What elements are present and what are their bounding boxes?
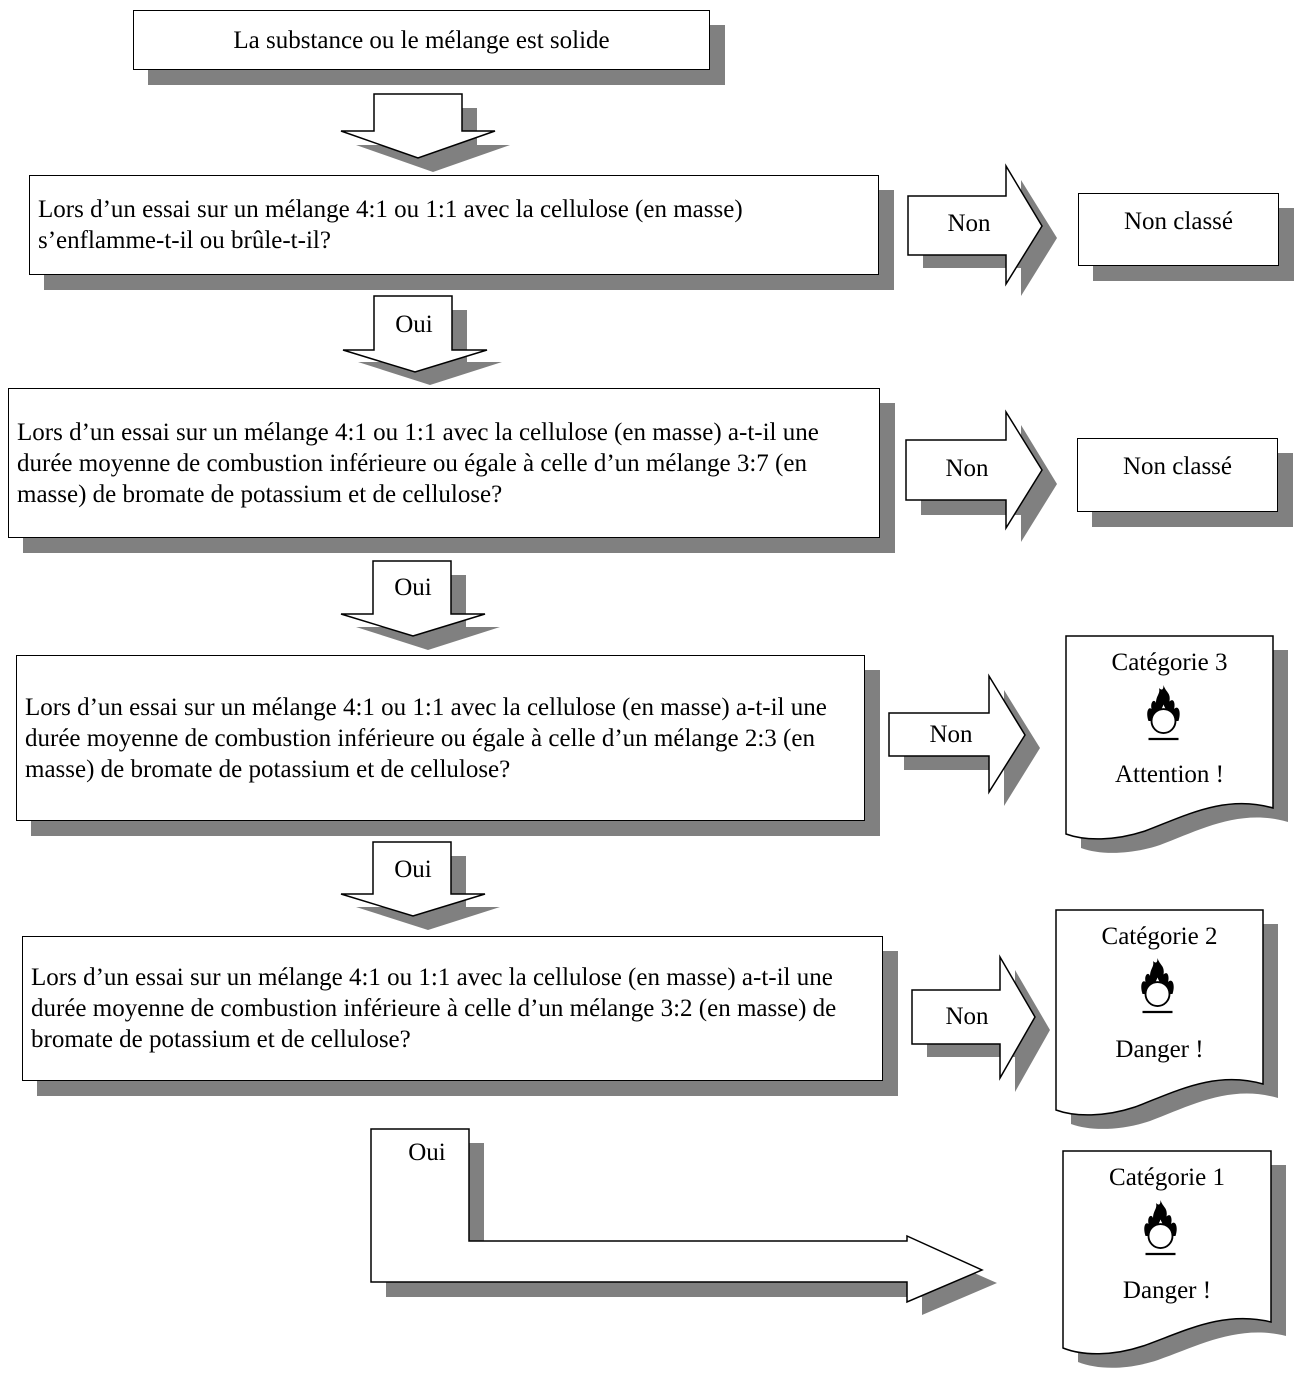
down-arrow-yes-2 <box>340 560 500 650</box>
question-text-4: Lors d’un essai sur un mélange 4:1 ou 1:… <box>31 964 837 1053</box>
right-arrow-no-3 <box>888 673 1040 806</box>
no-label-4: Non <box>945 1003 989 1030</box>
not-classified-box-2: Non classé <box>1077 438 1278 512</box>
question-text-2: Lors d’un essai sur un mélange 4:1 ou 1:… <box>17 418 819 508</box>
not-classified-box-1: Non classé <box>1078 193 1279 266</box>
question-box-2: Lors d’un essai sur un mélange 4:1 ou 1:… <box>8 388 880 538</box>
yes-label-1: Oui <box>395 311 433 338</box>
no-label-1: Non <box>947 210 991 237</box>
down-arrow-1 <box>340 93 510 172</box>
cat1-signal: Danger ! <box>1122 1277 1212 1304</box>
cat3-document <box>1065 635 1288 853</box>
not-classified-text-2: Non classé <box>1123 453 1232 480</box>
down-arrow-yes-1 <box>342 295 502 385</box>
no-label-2: Non <box>945 455 989 482</box>
cat2-signal: Danger ! <box>1115 1036 1204 1063</box>
question-box-4: Lors d’un essai sur un mélange 4:1 ou 1:… <box>22 936 883 1081</box>
cat2-title: Catégorie 2 <box>1101 923 1218 950</box>
yes-label-4: Oui <box>408 1139 446 1166</box>
question-text-3: Lors d’un essai sur un mélange 4:1 ou 1:… <box>25 693 827 783</box>
cat3-signal: Attention ! <box>1114 761 1224 788</box>
right-arrow-no-4 <box>911 954 1050 1092</box>
question-box-3: Lors d’un essai sur un mélange 4:1 ou 1:… <box>16 655 865 821</box>
right-arrow-no-1 <box>907 163 1057 296</box>
question-box-1: Lors d’un essai sur un mélange 4:1 ou 1:… <box>29 175 879 275</box>
start-box: La substance ou le mélange est solide <box>133 10 710 70</box>
cat1-title: Catégorie 1 <box>1109 1164 1225 1191</box>
down-arrow-yes-3 <box>340 841 500 930</box>
right-arrow-no-2 <box>905 409 1057 542</box>
yes-label-2: Oui <box>394 574 432 601</box>
start-text: La substance ou le mélange est solide <box>233 26 610 54</box>
cat1-document <box>1062 1150 1286 1368</box>
yes-label-3: Oui <box>394 856 432 883</box>
no-label-3: Non <box>929 721 973 748</box>
bend-arrow-yes-4 <box>370 1128 997 1315</box>
cat3-title: Catégorie 3 <box>1111 649 1228 676</box>
not-classified-text-1: Non classé <box>1124 208 1233 235</box>
question-text-1: Lors d’un essai sur un mélange 4:1 ou 1:… <box>38 196 743 254</box>
